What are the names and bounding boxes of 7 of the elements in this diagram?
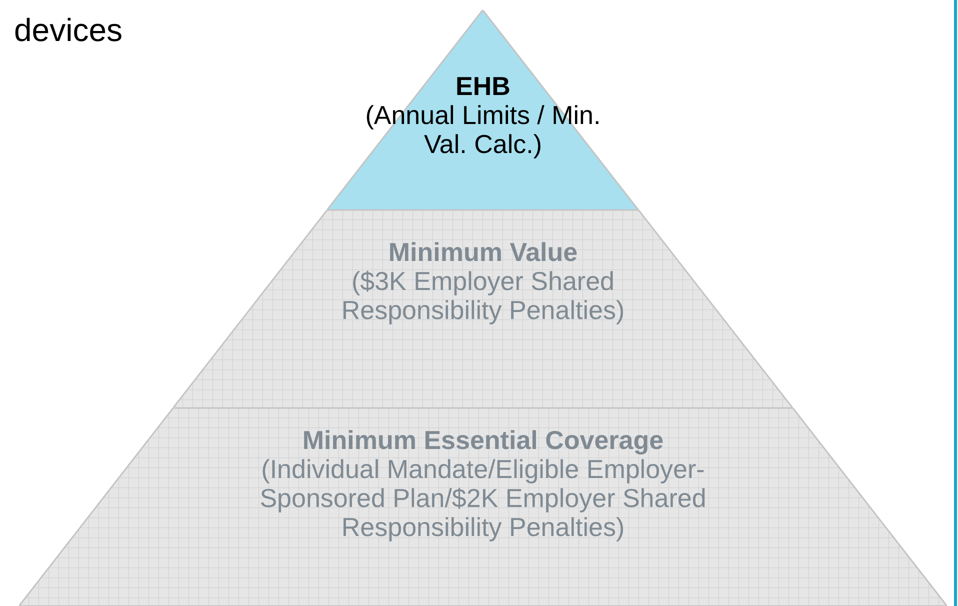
tier-description: (Annual Limits / Min. Val. Calc.) — [364, 101, 602, 159]
tier-description: (Individual Mandate/Eligible Employer-Sponsored Plan/$2K Employer Shared Responsibility Penalties) — [258, 455, 708, 542]
tier-heading: Minimum Value — [388, 238, 578, 267]
tier-heading: EHB — [456, 72, 510, 101]
tier-description: ($3K Employer Shared Responsibility Penalties) — [340, 267, 626, 325]
heading-text: devices — [14, 12, 122, 49]
tier-heading: Minimum Essential Coverage — [302, 426, 664, 455]
